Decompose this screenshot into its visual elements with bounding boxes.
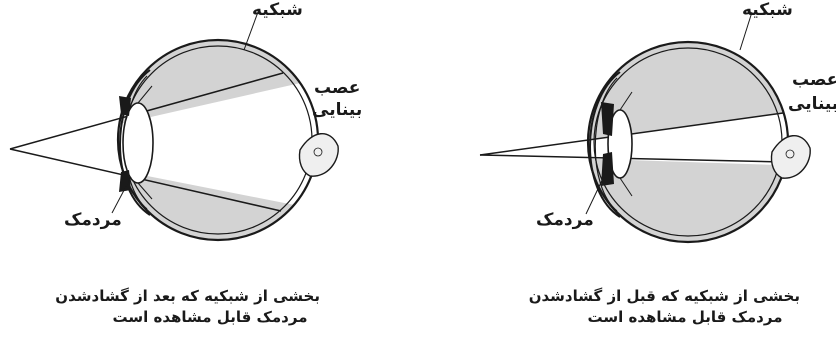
caption-undilated: بخشی از شبکیه که قبل از گشادشدن مردمک قا… — [570, 286, 800, 328]
pupil-label: مردمک — [536, 212, 594, 229]
optic-nerve-label-line1: عصب — [792, 72, 836, 89]
retina-label: شبکیه — [252, 2, 303, 19]
retina-label: شبکیه — [742, 2, 793, 19]
caption-line2: مردمک قابل مشاهده است — [100, 307, 320, 328]
optic-nerve-label-line1: عصب — [314, 80, 360, 97]
caption-line1: بخشی از شبکیه که بعد از گشادشدن — [100, 286, 320, 307]
optic-nerve-label-line2: بینایی — [312, 102, 362, 119]
caption-dilated: بخشی از شبکیه که بعد از گشادشدن مردمک قا… — [100, 286, 320, 328]
optic-nerve-label-line2: بینایی — [788, 96, 836, 113]
caption-line1: بخشی از شبکیه که قبل از گشادشدن — [570, 286, 800, 307]
caption-line2: مردمک قابل مشاهده است — [570, 307, 800, 328]
pupil-label: مردمک — [64, 212, 122, 229]
visible-retina-region — [10, 0, 340, 300]
eye-diagram-dilated — [10, 0, 340, 300]
eye-diagram-undilated — [480, 0, 836, 300]
